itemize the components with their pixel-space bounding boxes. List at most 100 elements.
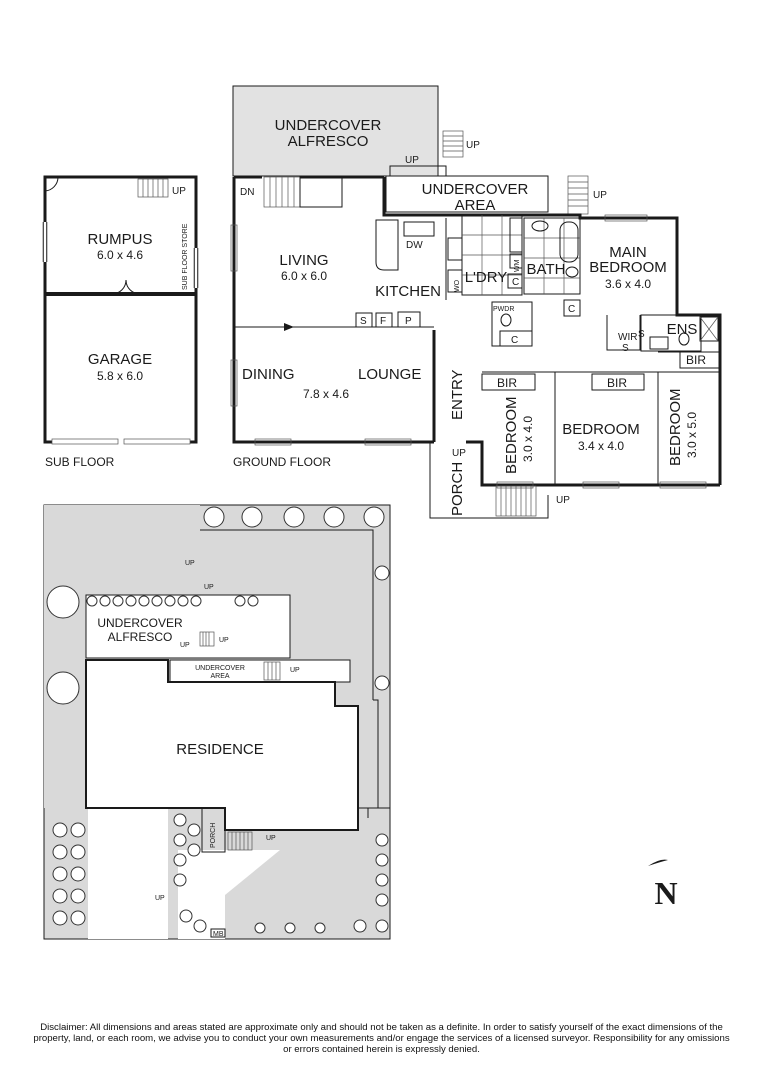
main-bedroom-label-1: MAIN xyxy=(609,244,647,261)
rumpus-corner-door xyxy=(44,176,59,192)
bir-bed4 xyxy=(679,351,721,369)
laundry-label: L'DRY xyxy=(465,269,508,286)
ens-s-label: S xyxy=(638,329,645,340)
ensuite-label: ENS xyxy=(667,321,698,338)
main-bedroom-label-2: BEDROOM xyxy=(589,259,667,276)
living-stairs xyxy=(263,176,301,208)
wall-oven-label: WO xyxy=(454,279,461,292)
ensuite-outline xyxy=(640,314,702,352)
bir-bed4-label: BIR xyxy=(686,353,706,367)
rumpus-stairs xyxy=(137,178,169,198)
bath-toilet xyxy=(565,266,579,278)
alfresco-label-1: UNDERCOVER xyxy=(275,117,382,134)
ensuite-shower xyxy=(699,316,719,342)
garage-label: GARAGE xyxy=(88,351,152,368)
site-mailbox xyxy=(210,928,226,938)
site-area-label-2: AREA xyxy=(210,673,229,680)
divider-arrow xyxy=(284,323,294,331)
site-alfresco-up: UP xyxy=(219,637,229,644)
bedroom2-label: BEDROOM xyxy=(503,396,520,474)
kitchen-p-box xyxy=(397,311,421,328)
wet-areas: C WM C PWDR C xyxy=(461,214,581,347)
entry-label: ENTRY xyxy=(449,369,466,420)
porch-label: PORCH xyxy=(449,462,466,516)
area-stairs xyxy=(567,175,589,215)
undercover-area-label-2: AREA xyxy=(455,197,496,214)
porch-outline xyxy=(429,441,549,519)
living-dn-label: DN xyxy=(240,187,254,198)
rumpus-double-door xyxy=(111,279,141,295)
site-porch-up: UP xyxy=(266,835,276,842)
bathtub xyxy=(559,221,579,263)
compass-arrow-icon xyxy=(648,859,668,866)
entry-up-label: UP xyxy=(452,448,466,459)
alfresco-label-2: ALFRESCO xyxy=(288,133,369,150)
bedroom3-dimension: 3.4 x 4.0 xyxy=(578,439,624,453)
site-alfresco-label-1: UNDERCOVER xyxy=(97,616,183,630)
garage-dimension: 5.8 x 6.0 xyxy=(97,369,143,383)
site-step-up: UP xyxy=(180,642,190,649)
porch-up-label: UP xyxy=(556,495,570,506)
kitchen-label: KITCHEN xyxy=(375,283,441,300)
kitchen-f-box xyxy=(375,312,393,328)
alfresco-up-label-2: UP xyxy=(405,155,419,166)
wir-label: WIR xyxy=(618,332,637,343)
site-alfresco-label-2: ALFRESCO xyxy=(108,630,173,644)
bath-c-label: C xyxy=(568,304,575,315)
laundry-c-label: C xyxy=(512,277,519,288)
bath-basin xyxy=(531,220,549,232)
ground-floor-caption: GROUND FLOOR xyxy=(233,455,331,469)
alfresco-stairs xyxy=(442,130,464,158)
bath-cupboard xyxy=(563,299,581,317)
pwdr-c-label: C xyxy=(511,335,518,346)
site-top-up: UP xyxy=(204,584,214,591)
bath-zone xyxy=(523,217,581,295)
compass-north-label: N xyxy=(654,875,677,911)
laundry-cupboard xyxy=(507,273,523,289)
dining-label: DINING xyxy=(242,366,295,383)
bath-label: BATH xyxy=(527,261,566,278)
bedroom4-label: BEDROOM xyxy=(667,388,684,466)
undercover-area-outline xyxy=(385,175,549,213)
ensuite-toilet xyxy=(678,332,690,346)
living-label: LIVING xyxy=(279,252,328,269)
rumpus-dimension: 6.0 x 4.6 xyxy=(97,248,143,262)
bir-bed3-label: BIR xyxy=(607,376,627,390)
bedroom2-dimension: 3.0 x 4.0 xyxy=(521,416,535,462)
wir-outline xyxy=(606,315,641,351)
alfresco-up-label: UP xyxy=(466,140,480,151)
ground-west-wall xyxy=(232,177,434,444)
subfloor-plan: UP RUMPUS 6.0 x 4.6 GARAGE 5.8 x 6.0 SUB… xyxy=(42,175,199,469)
alfresco-zone xyxy=(232,85,439,177)
kitchen-s-label: S xyxy=(360,316,367,327)
subfloor-caption: SUB FLOOR xyxy=(45,455,115,469)
ground-east-wall xyxy=(382,177,722,485)
ensuite-vanity xyxy=(649,336,669,350)
site-trees xyxy=(46,506,390,934)
ground-floor-plan: UNDERCOVER ALFRESCO UP UP UNDERCOVER ARE… xyxy=(230,85,722,519)
rumpus-label: RUMPUS xyxy=(87,231,152,248)
bedroom3-label: BEDROOM xyxy=(562,421,640,438)
bir-bed2 xyxy=(481,373,536,391)
disclaimer-text: Disclaimer: All dimensions and areas sta… xyxy=(33,1022,730,1055)
north-compass: N xyxy=(648,859,678,911)
bir-bed3 xyxy=(591,373,645,391)
subfloor-outline xyxy=(43,175,198,444)
site-mb-label: MB xyxy=(213,931,224,938)
site-residence xyxy=(85,659,359,831)
washing-machine-label: WM xyxy=(514,259,521,272)
undercover-area-label-1: UNDERCOVER xyxy=(422,181,529,198)
kitchen-cooktop xyxy=(447,237,463,261)
kitchen-p-label: P xyxy=(405,316,412,327)
wir-s-label: S xyxy=(622,343,629,354)
pwdr-label: PWDR xyxy=(493,306,514,313)
site-drive-up: UP xyxy=(155,895,165,902)
site-porch-label: PORCH xyxy=(210,823,217,848)
site-area-up: UP xyxy=(290,667,300,674)
site-porch xyxy=(201,807,226,853)
bedroom4-dimension: 3.0 x 5.0 xyxy=(685,412,699,458)
lounge-label: LOUNGE xyxy=(358,366,421,383)
rumpus-up-label: UP xyxy=(172,186,186,197)
site-plan: UNDERCOVER ALFRESCO UP UP UP UP UNDERCOV… xyxy=(43,504,391,940)
